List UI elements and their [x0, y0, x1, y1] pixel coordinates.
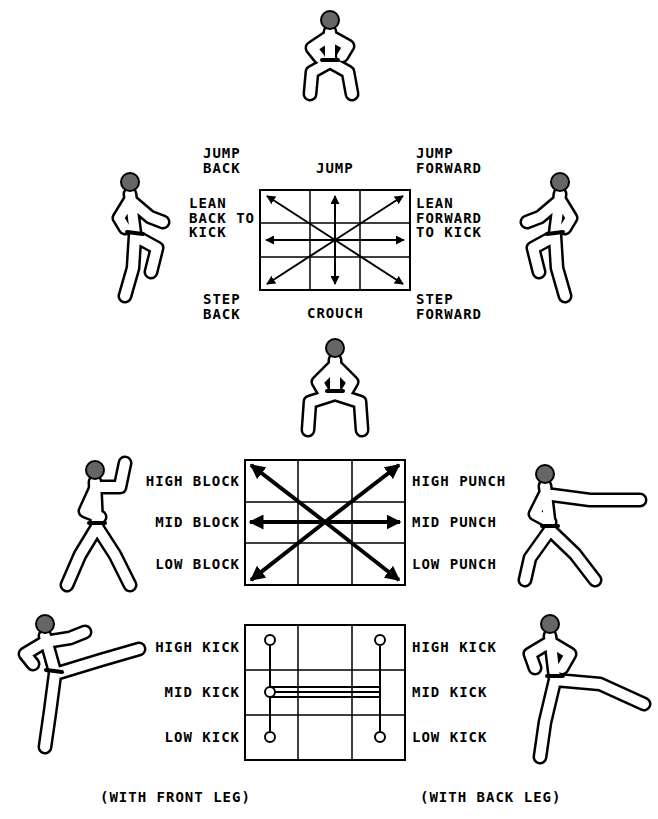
control-label: LOW KICK	[165, 730, 240, 745]
back-leg-kick-figure	[530, 615, 644, 757]
control-label: LEAN FORWARD TO KICK	[416, 196, 484, 240]
control-label: HIGH PUNCH	[412, 474, 506, 489]
control-label: CROUCH	[307, 306, 364, 321]
punch-figure	[525, 465, 640, 580]
control-label: STEP BACK	[203, 292, 271, 321]
control-label: MID KICK	[412, 685, 487, 700]
block-punch-grid	[245, 460, 405, 585]
control-label: JUMP FORWARD	[416, 146, 484, 175]
control-label: HIGH KICK	[412, 640, 497, 655]
control-label: LOW PUNCH	[412, 557, 497, 572]
control-label: JUMP	[316, 161, 354, 176]
control-label: STEP FORWARD	[416, 292, 484, 321]
control-label: LOW BLOCK	[155, 557, 240, 572]
movement-grid	[260, 190, 410, 290]
control-label: (WITH BACK LEG)	[420, 790, 561, 805]
control-label: HIGH BLOCK	[146, 474, 240, 489]
control-label: (WITH FRONT LEG)	[100, 790, 251, 805]
control-label: LEAN BACK TO KICK	[189, 196, 257, 240]
front-leg-kick-figure	[25, 615, 139, 747]
control-label: MID PUNCH	[412, 515, 497, 530]
kick-grid	[245, 625, 405, 760]
control-label: MID KICK	[165, 685, 240, 700]
control-label: MID BLOCK	[155, 515, 240, 530]
crouch-figure	[308, 339, 362, 430]
lean-back-figure	[119, 173, 163, 296]
control-label: LOW KICK	[412, 730, 487, 745]
control-label: HIGH KICK	[155, 640, 240, 655]
block-figure	[67, 461, 130, 585]
jump-figure	[310, 11, 352, 94]
control-label: JUMP BACK	[203, 146, 271, 175]
lean-forward-figure	[527, 173, 571, 296]
